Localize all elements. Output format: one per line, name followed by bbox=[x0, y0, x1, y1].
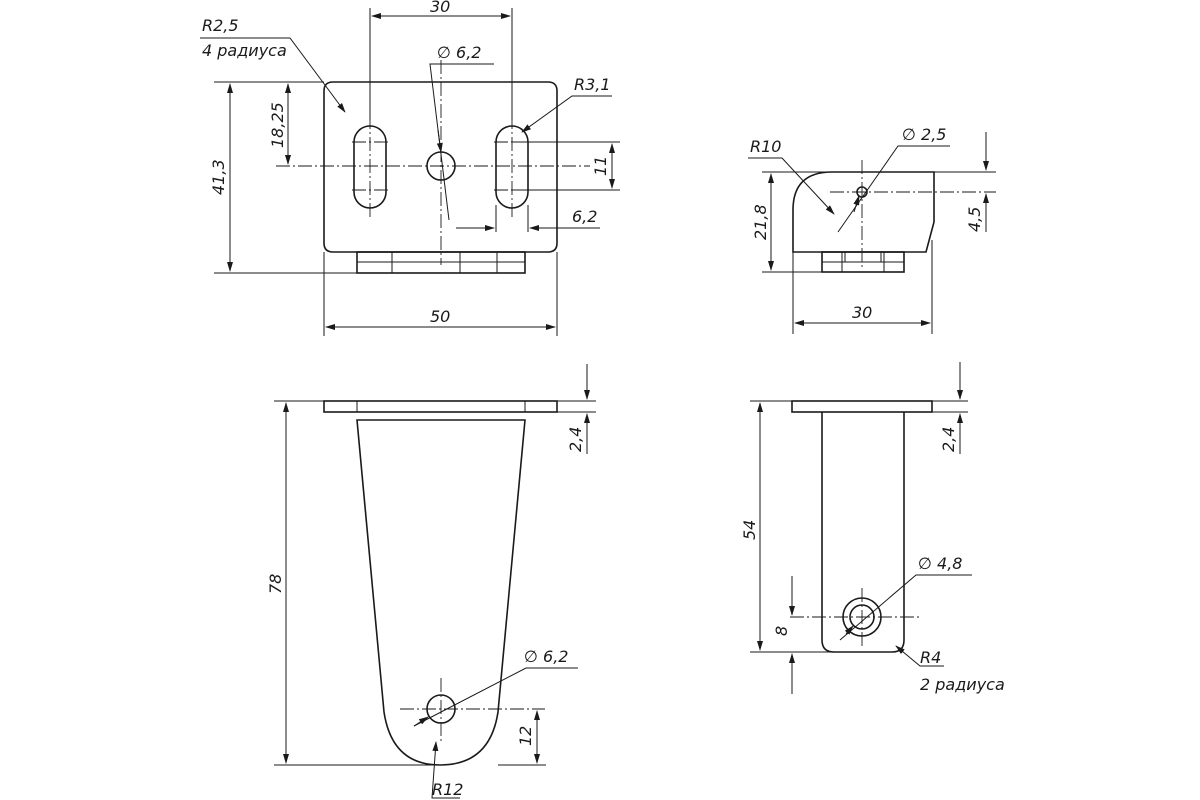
dim-18-25: 18,25 bbox=[268, 102, 287, 148]
dim-2-4-front: 2,4 bbox=[566, 427, 585, 452]
dim-11: 11 bbox=[591, 156, 610, 176]
dim-41-3: 41,3 bbox=[209, 159, 228, 195]
dim-78: 78 bbox=[266, 574, 285, 594]
dim-6-2-slot: 6,2 bbox=[572, 207, 597, 226]
dim-8: 8 bbox=[772, 626, 791, 636]
radius-r3-1: R3,1 bbox=[574, 75, 611, 94]
side-hole-diam: ∅ 4,8 bbox=[918, 554, 962, 573]
dim-4-5: 4,5 bbox=[965, 207, 984, 232]
radius-r12: R12 bbox=[432, 780, 463, 799]
dim-54: 54 bbox=[740, 520, 759, 540]
hole-diam-6-2: ∅ 6,2 bbox=[437, 43, 481, 62]
view-top-plan: 30 50 41,3 18,25 11 6,2 ∅ 6,2 R2,5 4 рад… bbox=[200, 0, 620, 336]
radius-r2-5-note: 4 радиуса bbox=[202, 41, 287, 60]
view-front: 78 2,4 12 ∅ 6,2 R12 bbox=[266, 364, 596, 799]
dim-50: 50 bbox=[430, 307, 450, 326]
view-side-top: R10 ∅ 2,5 21,8 4,5 30 bbox=[748, 125, 996, 334]
radius-r10: R10 bbox=[750, 137, 781, 156]
front-hole-diam: ∅ 6,2 bbox=[524, 647, 568, 666]
hole-diam-2-5: ∅ 2,5 bbox=[902, 125, 946, 144]
radius-r4-note: 2 радиуса bbox=[920, 675, 1005, 694]
radius-r4: R4 bbox=[920, 648, 941, 667]
dim-30-top: 30 bbox=[430, 0, 450, 16]
dim-12: 12 bbox=[516, 726, 535, 746]
radius-r2-5: R2,5 bbox=[202, 16, 239, 35]
dim-2-4-side: 2,4 bbox=[939, 427, 958, 452]
view-side: 54 2,4 8 ∅ 4,8 R4 2 радиуса bbox=[740, 362, 1005, 694]
dim-21-8: 21,8 bbox=[751, 204, 770, 240]
dim-30-side: 30 bbox=[852, 303, 872, 322]
